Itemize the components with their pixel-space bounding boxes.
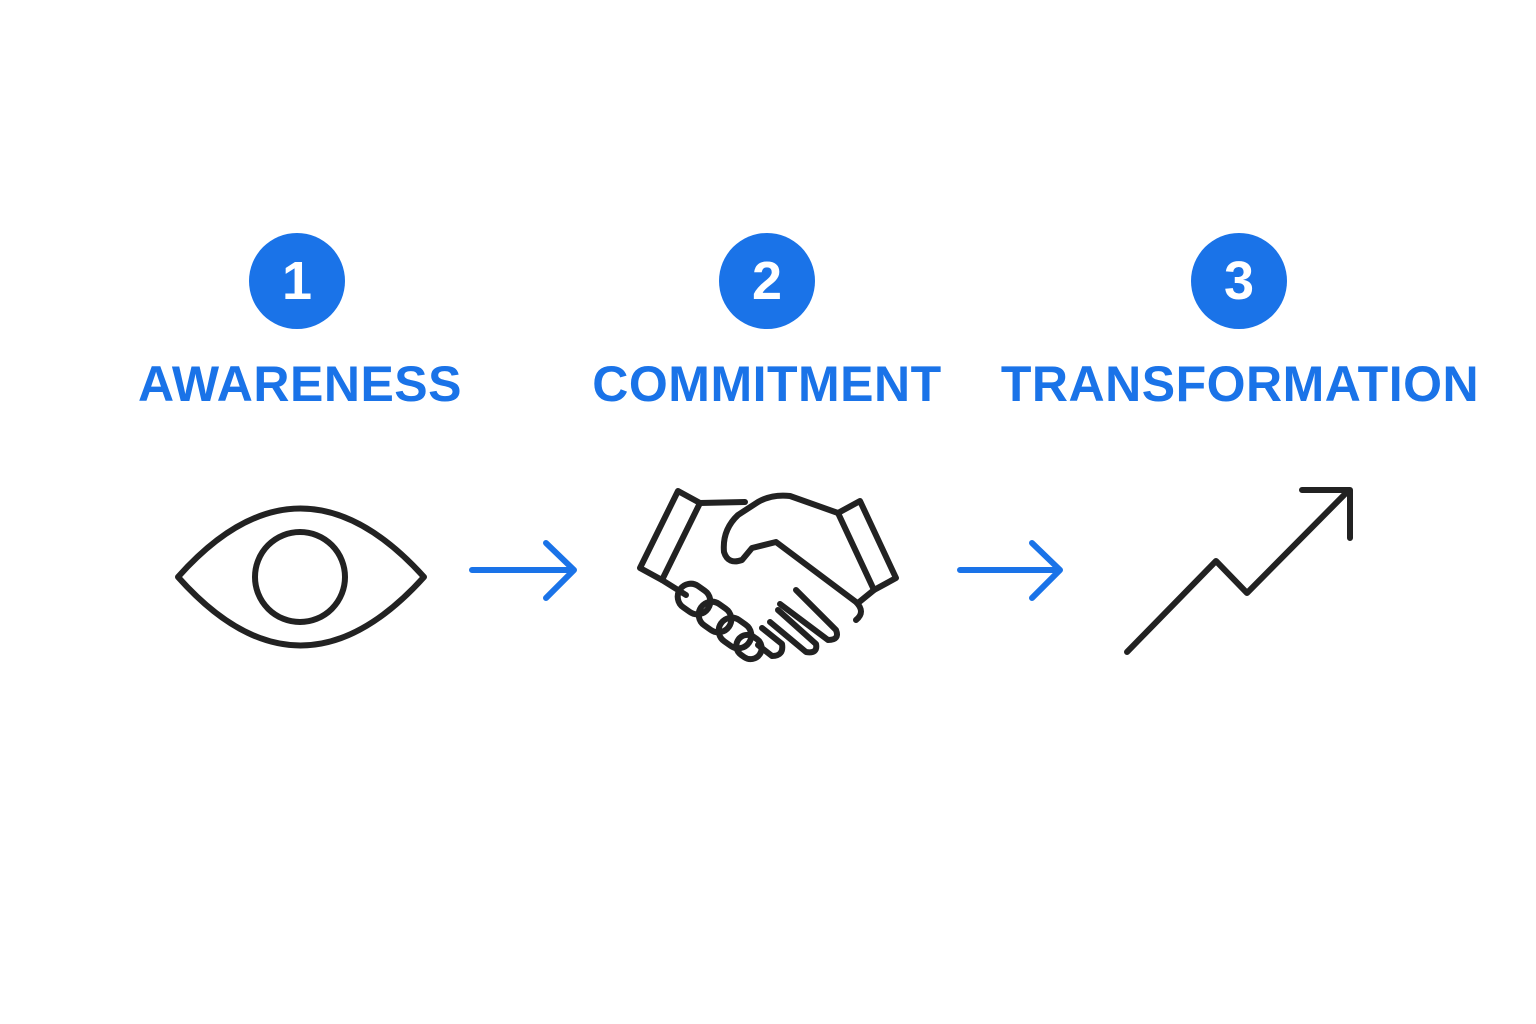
handshake-icon <box>637 488 899 663</box>
arrow-right-icon <box>469 540 577 601</box>
step-title: TRANSFORMATION <box>1000 356 1480 412</box>
step-title: AWARENESS <box>137 356 462 412</box>
step-number-badge: 1 <box>249 233 345 329</box>
arrow-right-icon <box>957 540 1063 601</box>
eye-icon <box>175 505 427 649</box>
trending-up-arrow-icon <box>1124 487 1353 655</box>
step-number-badge: 2 <box>719 233 815 329</box>
step-title: COMMITMENT <box>592 356 942 412</box>
step-number-badge: 3 <box>1191 233 1287 329</box>
